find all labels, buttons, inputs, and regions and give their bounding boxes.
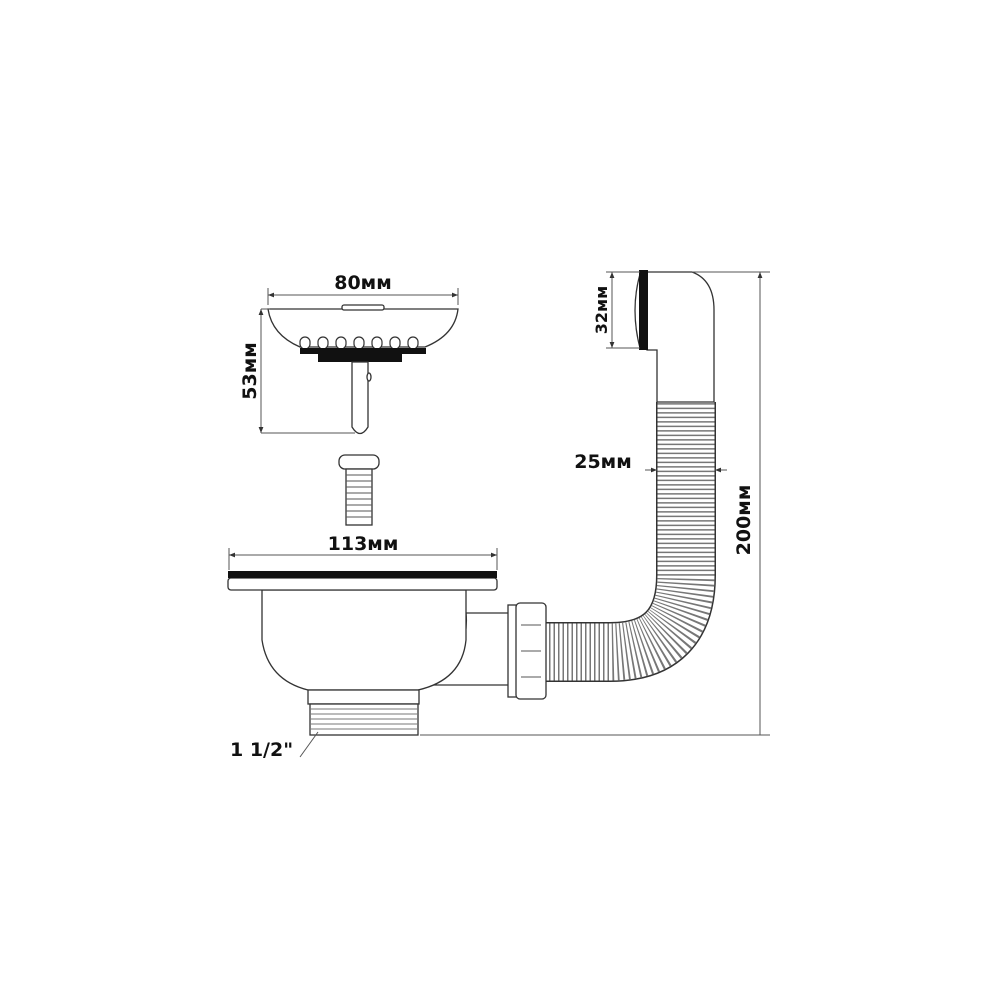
union-nut <box>507 602 547 700</box>
label-overflow-diameter: 32мм <box>592 286 611 334</box>
dimension-53: 53мм <box>239 308 355 434</box>
screw <box>338 454 380 526</box>
label-total-height: 200мм <box>733 485 755 556</box>
thread-callout: 1 1/2" <box>230 731 319 761</box>
strainer-basket <box>267 304 459 435</box>
overflow-head <box>634 270 715 403</box>
dimension-80: 80мм <box>267 272 459 305</box>
corrugated-hose <box>540 402 716 682</box>
label-hose-diameter: 25мм <box>574 451 632 473</box>
dimension-200: 200мм <box>420 271 770 736</box>
label-flange-diameter: 113мм <box>328 533 399 555</box>
label-basket-height: 53мм <box>239 342 261 400</box>
dimension-32: 32мм <box>592 271 640 349</box>
dimension-25: 25мм <box>574 451 727 473</box>
sink-bowl <box>227 571 511 736</box>
label-basket-width: 80мм <box>334 272 392 294</box>
dimension-113: 113мм <box>228 533 498 570</box>
label-outlet-thread: 1 1/2" <box>230 739 293 761</box>
